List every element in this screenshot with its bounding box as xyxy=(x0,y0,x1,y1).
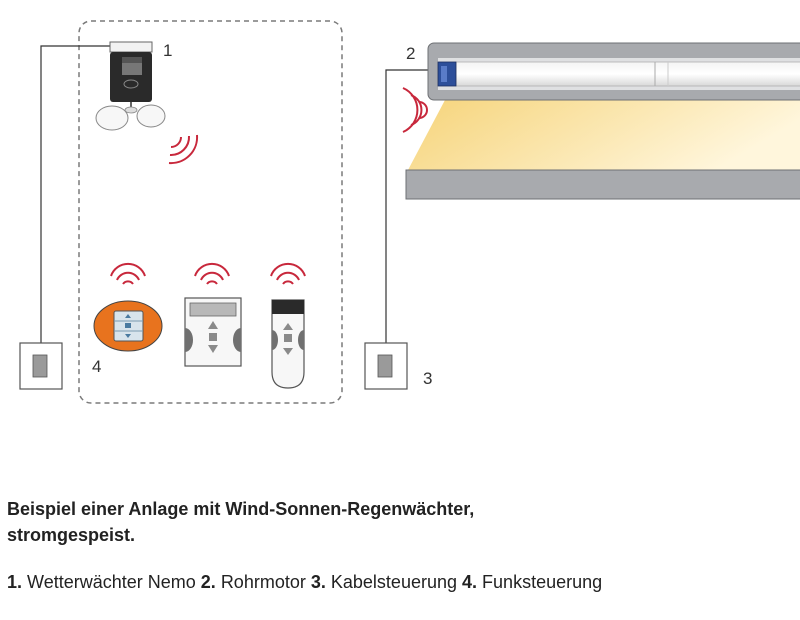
legend-text: Funksteuerung xyxy=(482,572,603,592)
legend-text: Kabelsteuerung xyxy=(330,572,457,592)
label-radio-control: 4 xyxy=(92,357,101,376)
wire-weather-station xyxy=(40,45,110,343)
radio-waves-weather-station xyxy=(168,134,199,165)
awning-light xyxy=(408,100,800,170)
legend-text: Wetterwächter Nemo xyxy=(27,572,196,592)
legend-number: 3. xyxy=(310,572,326,592)
legend-number: 4. xyxy=(462,572,478,592)
awning-front-bar xyxy=(405,169,800,200)
legend-text: Rohrmotor xyxy=(220,572,306,592)
legend-item: 1. Wetterwächter Nemo xyxy=(7,572,196,592)
orange-radio-remote xyxy=(93,300,163,352)
legend: 1. Wetterwächter Nemo 2. Rohrmotor 3. Ka… xyxy=(7,572,602,593)
label-cable-control: 3 xyxy=(423,369,432,388)
caption-line-1: Beispiel einer Anlage mit Wind-Sonnen-Re… xyxy=(7,499,475,519)
radio-devices-group-frame xyxy=(78,20,343,404)
radio-waves-remote-orange xyxy=(110,262,146,285)
weather-station-nemo xyxy=(95,41,166,131)
legend-item: 2. Rohrmotor xyxy=(201,572,306,592)
legend-number: 1. xyxy=(7,572,23,592)
wall-switch-right xyxy=(364,342,408,390)
legend-item: 3. Kabelsteuerung xyxy=(311,572,457,592)
wall-switch-left xyxy=(19,342,63,390)
legend-item: 4. Funksteuerung xyxy=(462,572,602,592)
radio-waves-tube-motor xyxy=(402,87,428,133)
awning-cassette xyxy=(427,42,800,101)
installation-diagram: 1 4 xyxy=(19,20,800,404)
label-weather-station: 1 xyxy=(163,41,172,60)
tube-motor xyxy=(437,61,457,87)
wire-tube-motor xyxy=(385,69,440,343)
wall-radio-transmitter xyxy=(184,297,242,367)
caption-line-2: stromgespeist. xyxy=(7,525,136,545)
radio-waves-wall-transmitter xyxy=(194,262,230,285)
handheld-radio-remote xyxy=(271,299,305,389)
legend-number: 2. xyxy=(200,572,216,592)
caption: Beispiel einer Anlage mit Wind-Sonnen-Re… xyxy=(7,496,607,548)
radio-waves-handheld xyxy=(270,262,306,285)
label-tube-motor: 2 xyxy=(406,44,415,63)
